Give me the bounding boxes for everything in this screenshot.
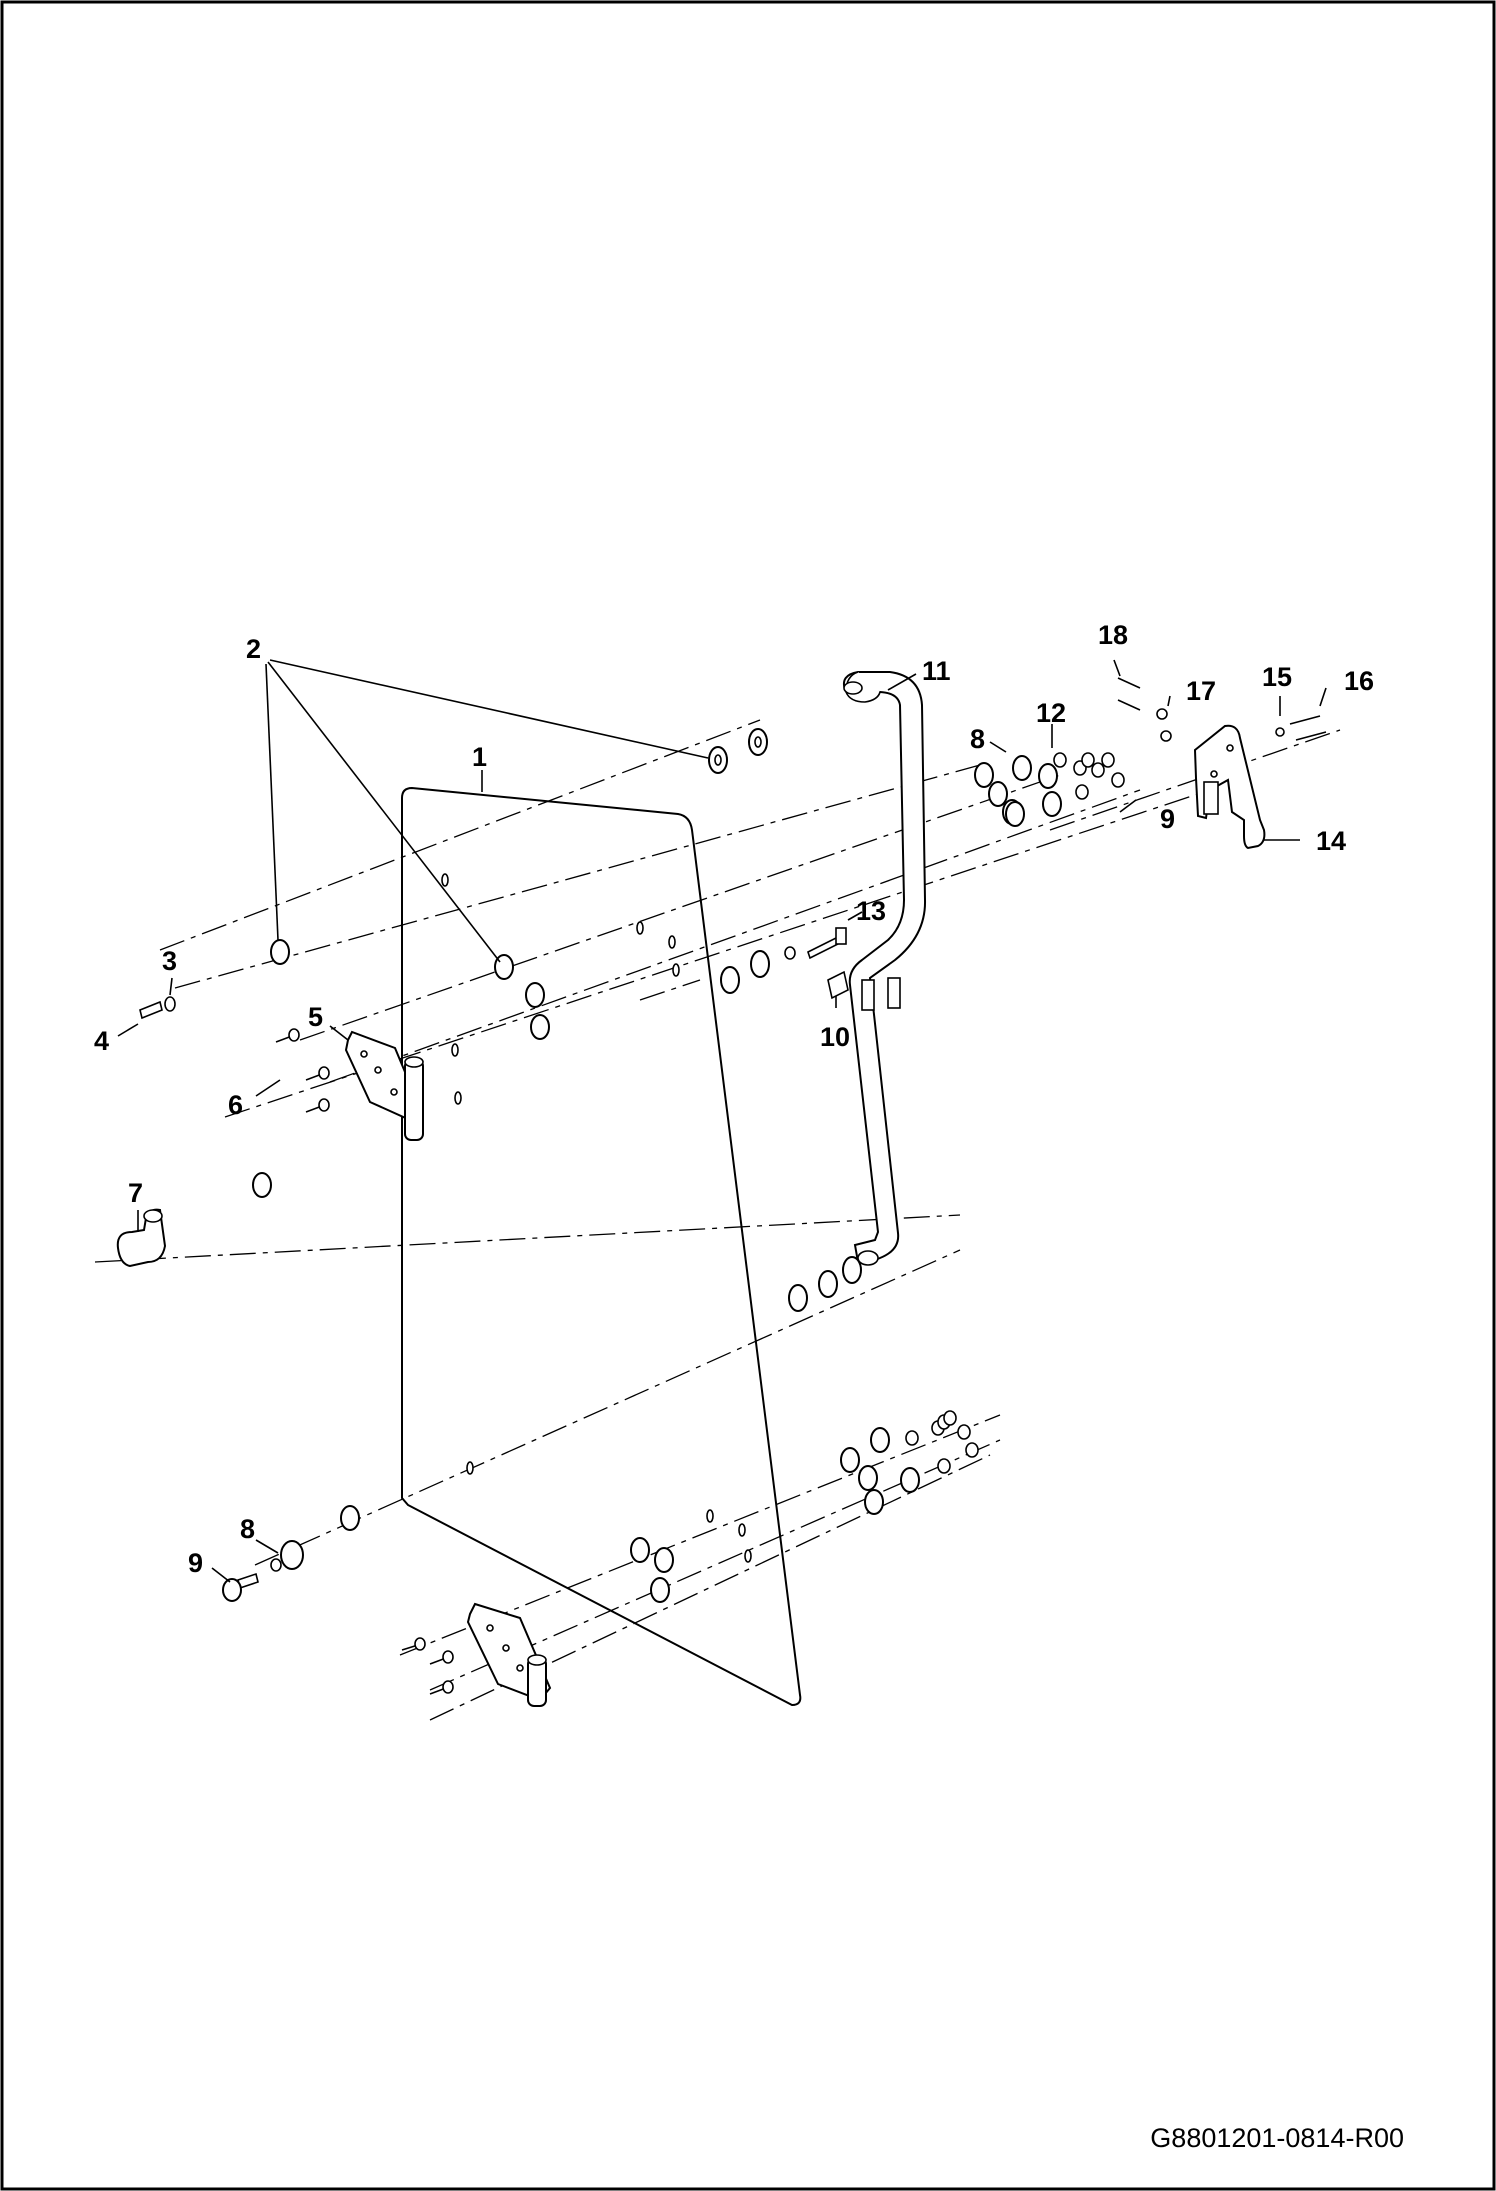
callout-14: 14 bbox=[1316, 826, 1346, 856]
callout-2: 2 bbox=[246, 634, 261, 664]
callout-9-upper: 9 bbox=[1160, 804, 1175, 834]
callout-7: 7 bbox=[128, 1178, 143, 1208]
callout-12: 12 bbox=[1036, 698, 1066, 728]
callout-6: 6 bbox=[228, 1090, 243, 1120]
callout-5: 5 bbox=[308, 1002, 323, 1032]
callout-4: 4 bbox=[94, 1026, 109, 1056]
leader-lines bbox=[117, 659, 1327, 1583]
drawing-code: G8801201-0814-R00 bbox=[1150, 2123, 1404, 2153]
callout-13: 13 bbox=[856, 896, 886, 926]
upper-hinge bbox=[344, 1030, 424, 1141]
upper-fasteners bbox=[139, 677, 1327, 1198]
callout-16: 16 bbox=[1344, 666, 1374, 696]
lower-hinge bbox=[466, 1602, 552, 1707]
door-handle bbox=[842, 671, 927, 1266]
lower-fasteners bbox=[222, 1256, 979, 1695]
striker-knob bbox=[116, 1208, 167, 1268]
callout-1: 1 bbox=[472, 742, 487, 772]
callout-17: 17 bbox=[1186, 676, 1216, 706]
callout-9-lower: 9 bbox=[188, 1548, 203, 1578]
door-glass-panel bbox=[401, 786, 802, 1707]
callout-10: 10 bbox=[820, 1022, 850, 1052]
callout-3: 3 bbox=[162, 946, 177, 976]
assembly-axes bbox=[94, 719, 1341, 1721]
callout-labels: 1 2 3 4 5 6 7 8 8 9 9 10 11 12 13 14 15 … bbox=[94, 620, 1374, 1578]
callout-15: 15 bbox=[1262, 662, 1292, 692]
callout-18: 18 bbox=[1098, 620, 1128, 650]
callout-8-upper: 8 bbox=[970, 724, 985, 754]
callout-8-lower: 8 bbox=[240, 1514, 255, 1544]
callout-11: 11 bbox=[922, 656, 951, 686]
latch-bracket bbox=[1193, 724, 1266, 850]
